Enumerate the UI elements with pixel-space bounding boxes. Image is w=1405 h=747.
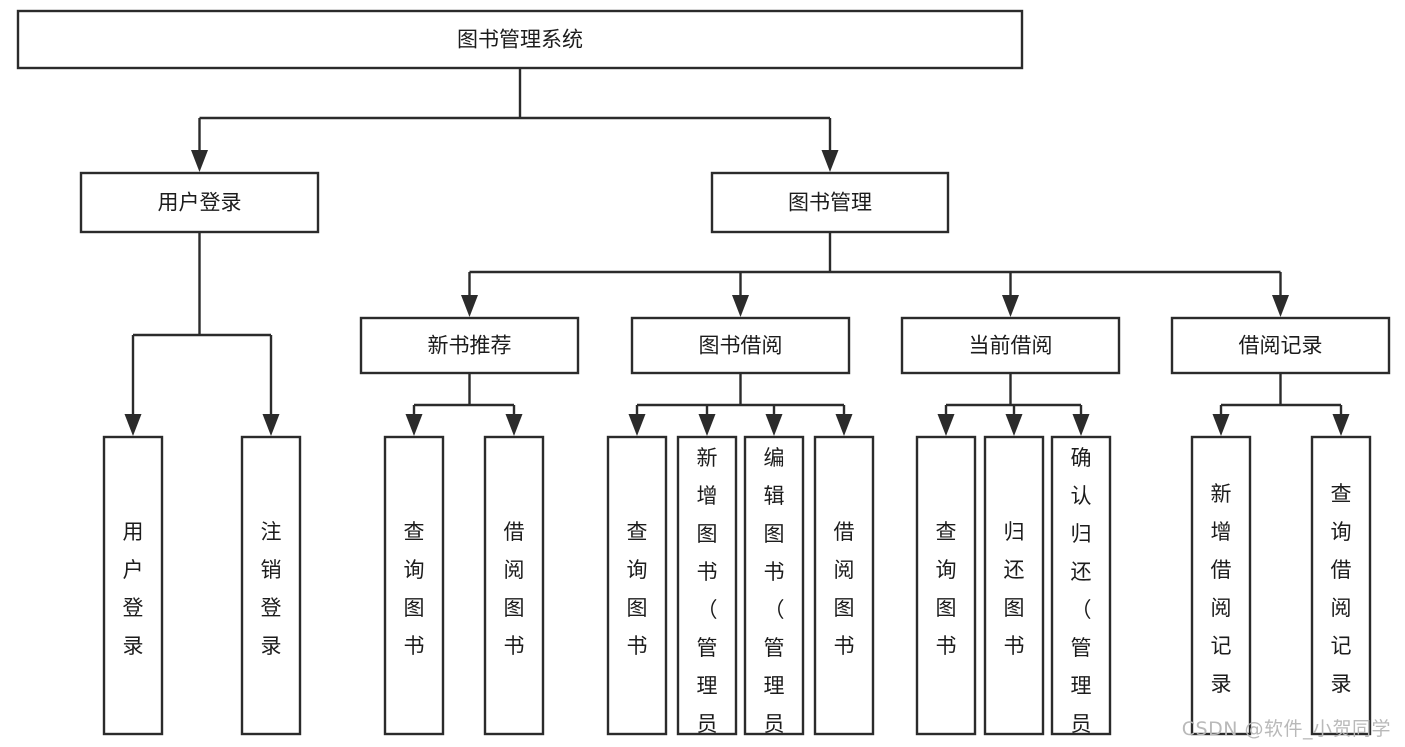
- node-book-manage[interactable]: 图书管理: [710, 171, 950, 234]
- connector-book-manage-to-level3: [461, 232, 1289, 317]
- node-label: 当前借阅: [969, 334, 1053, 358]
- leaf-label: 编辑图书（管理员）: [764, 446, 785, 747]
- leaf-label: 查询图书: [404, 520, 425, 658]
- node-leaf-borrow-book-1[interactable]: 借阅图书: [483, 435, 545, 736]
- leaf-label: 新增图书（管理员）: [697, 446, 718, 747]
- leaf-label: 注销登录: [261, 520, 282, 658]
- node-label: 借阅记录: [1239, 334, 1323, 358]
- connector-current-borrow-to-leaves: [937, 373, 1090, 436]
- leaf-label: 借阅图书: [834, 520, 855, 658]
- node-label: 图书借阅: [699, 334, 783, 358]
- leaf-label: 新增借阅记录: [1211, 482, 1232, 696]
- node-borrow-record[interactable]: 借阅记录: [1170, 316, 1391, 375]
- node-user-login[interactable]: 用户登录: [79, 171, 320, 234]
- node-label: 用户登录: [158, 191, 242, 215]
- node-book-borrow[interactable]: 图书借阅: [630, 316, 851, 375]
- node-label: 新书推荐: [428, 334, 512, 358]
- leaf-label: 归还图书: [1004, 520, 1025, 658]
- leaf-label: 查询借阅记录: [1331, 482, 1352, 696]
- node-leaf-add-book[interactable]: 新增图书（管理员）: [676, 435, 738, 747]
- node-leaf-query-book-2[interactable]: 查询图书: [606, 435, 668, 736]
- node-leaf-add-record[interactable]: 新增借阅记录: [1190, 435, 1252, 736]
- node-leaf-user-login[interactable]: 用户登录: [102, 435, 164, 736]
- leaf-label: 用户登录: [123, 520, 144, 658]
- node-root[interactable]: 图书管理系统: [16, 9, 1024, 70]
- node-leaf-query-book-3[interactable]: 查询图书: [915, 435, 977, 736]
- connector-root-to-level2: [191, 68, 839, 172]
- node-new-book-rec[interactable]: 新书推荐: [359, 316, 580, 375]
- node-leaf-logout[interactable]: 注销登录: [240, 435, 302, 736]
- leaf-label: 确认归还（管理员）: [1071, 446, 1092, 747]
- connector-book-borrow-to-leaves: [628, 373, 853, 436]
- connector-user-login-to-leaves: [124, 232, 280, 436]
- node-leaf-query-book-1[interactable]: 查询图书: [383, 435, 445, 736]
- watermark-text: CSDN @软件_小贺同学: [1181, 718, 1391, 740]
- node-leaf-borrow-book-2[interactable]: 借阅图书: [813, 435, 875, 736]
- node-current-borrow[interactable]: 当前借阅: [900, 316, 1121, 375]
- node-label: 图书管理: [788, 191, 872, 215]
- connector-new-book-rec-to-leaves: [405, 373, 523, 436]
- node-leaf-return-book[interactable]: 归还图书: [983, 435, 1045, 736]
- leaf-label: 查询图书: [936, 520, 957, 658]
- node-leaf-confirm-return[interactable]: 确认归还（管理员）: [1050, 435, 1112, 747]
- leaf-label: 借阅图书: [504, 520, 525, 658]
- node-label: 图书管理系统: [457, 28, 583, 52]
- node-leaf-edit-book[interactable]: 编辑图书（管理员）: [743, 435, 805, 747]
- connector-layer: [124, 68, 1350, 436]
- connector-borrow-record-to-leaves: [1212, 373, 1350, 436]
- leaf-label: 查询图书: [627, 520, 648, 658]
- node-layer: 图书管理系统用户登录图书管理新书推荐图书借阅当前借阅借阅记录用户登录注销登录查询…: [16, 9, 1391, 747]
- node-leaf-query-record[interactable]: 查询借阅记录: [1310, 435, 1372, 736]
